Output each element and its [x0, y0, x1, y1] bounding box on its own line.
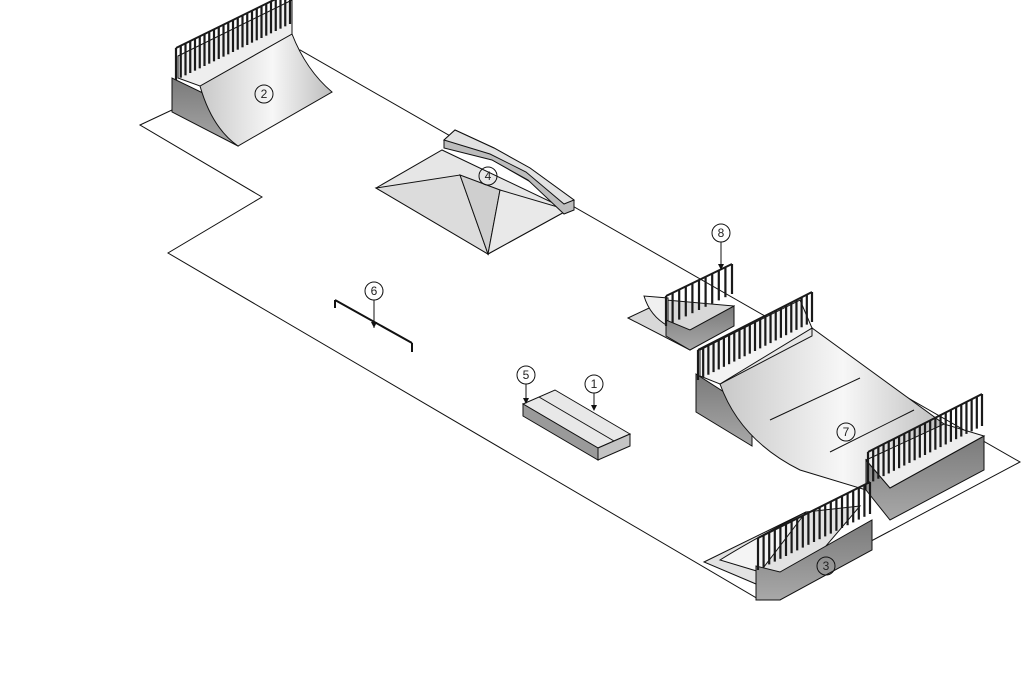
- half-pipe-7: [695, 291, 986, 521]
- callout-2: 2: [254, 84, 274, 104]
- callout-4: 4: [478, 166, 498, 186]
- callout-6: 6: [364, 281, 384, 301]
- railing-3: [756, 481, 872, 570]
- mini-ramp-8: [626, 241, 736, 351]
- railing-7-back: [696, 291, 814, 380]
- callout-5: 5: [516, 365, 536, 385]
- manual-box-1-5: [521, 384, 632, 461]
- svg-text:1: 1: [591, 377, 598, 391]
- svg-text:2: 2: [261, 87, 268, 101]
- svg-text:8: 8: [718, 226, 725, 240]
- callout-7: 7: [836, 422, 856, 442]
- quarter-pipe-3: [702, 481, 873, 601]
- callout-8: 8: [711, 223, 731, 243]
- railing-2: [174, 0, 292, 80]
- svg-text:5: 5: [523, 368, 530, 382]
- svg-text:6: 6: [371, 284, 378, 298]
- pyramid-ramp-4: [374, 129, 576, 256]
- grind-rail-6: [334, 299, 413, 352]
- callout-3: 3: [816, 556, 836, 576]
- railing-7-front: [866, 393, 984, 484]
- svg-text:4: 4: [485, 169, 492, 183]
- svg-text:3: 3: [823, 559, 830, 573]
- svg-text:7: 7: [843, 425, 850, 439]
- callout-labels: 1 2 3 4 5 6 7 8: [254, 84, 856, 576]
- callout-1: 1: [584, 374, 604, 394]
- quarter-pipe-2: [171, 0, 333, 147]
